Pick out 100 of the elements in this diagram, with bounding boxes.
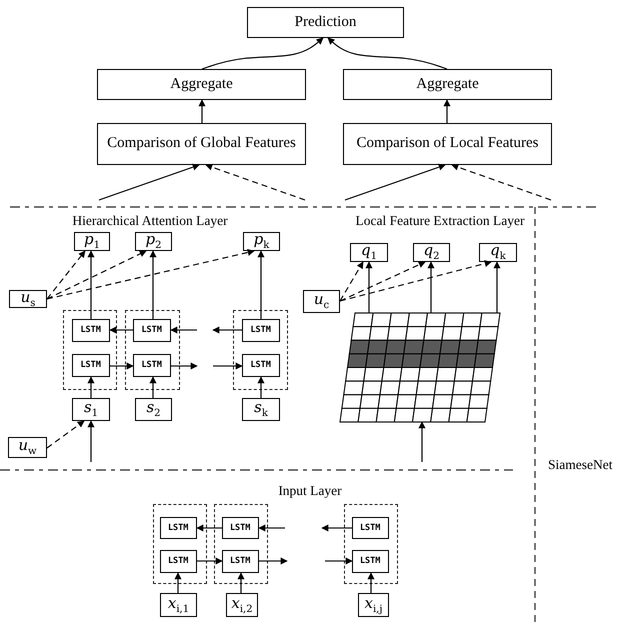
variable-box [135, 398, 172, 421]
arrow [327, 38, 448, 70]
arrow [418, 421, 426, 462]
cell-label: LSTM [360, 522, 380, 533]
variable-label: p$_{k}$ [254, 232, 270, 251]
dashed-arrow [340, 261, 426, 302]
layer-title: Input Layer [278, 483, 342, 499]
variable-label: x$_{i,2}$ [231, 596, 253, 614]
arrow [202, 38, 324, 70]
arrow [109, 326, 133, 334]
arrow [258, 376, 264, 398]
cell-label: LSTM [230, 556, 250, 566]
arrow [258, 524, 285, 532]
cell-label: LSTM [80, 360, 101, 370]
process-box [343, 69, 552, 100]
dashed-arrow [46, 250, 147, 300]
arrow [150, 250, 156, 319]
arrow [494, 261, 500, 313]
dashed-group-frame [125, 310, 180, 390]
variable-box [160, 593, 197, 617]
dashed-arrow [340, 261, 364, 302]
variable-label: q$_{2}$ [424, 243, 440, 262]
lstm-cell [222, 516, 259, 539]
arrow [344, 164, 446, 201]
arrow [368, 572, 374, 593]
process-box [97, 123, 306, 165]
process-box [343, 123, 552, 165]
lstm-cell [72, 354, 110, 377]
lstm-cell [132, 354, 171, 377]
variable-box [74, 232, 110, 251]
lstm-cell [132, 318, 171, 342]
variable-label: u$_{w}$ [18, 438, 37, 457]
variable-box [303, 290, 340, 313]
lstm-cell [242, 318, 280, 342]
variable-label: p$_{1}$ [84, 232, 100, 251]
process-box [97, 69, 306, 100]
dashed-arrow [340, 260, 492, 302]
layer-title: SiameseNet [548, 457, 612, 473]
variable-label: u$_{c}$ [314, 292, 330, 311]
dashed-arrow [46, 249, 255, 300]
node-label: Prediction [294, 14, 356, 32]
node-label: Comparison of Local Features [356, 135, 539, 153]
lstm-cell [160, 550, 197, 573]
arrow [325, 558, 353, 564]
cell-label: LSTM [168, 556, 188, 566]
arrow [321, 524, 352, 532]
dashed-arrow [205, 164, 306, 201]
cell-label: LSTM [230, 522, 250, 533]
feature-grid-drawing [340, 313, 500, 422]
node-label: Aggregate [170, 76, 233, 94]
variable-label: s$_{k}$ [254, 400, 268, 419]
dashed-group-frame [344, 504, 398, 584]
arrow [198, 99, 206, 123]
variable-box [135, 232, 172, 251]
lstm-cell [242, 354, 280, 377]
arrow [259, 558, 288, 564]
variable-label: s$_{2}$ [146, 400, 161, 419]
arrow [258, 250, 264, 319]
variable-box [479, 243, 517, 262]
variable-label: q$_{k}$ [490, 243, 506, 262]
lstm-cell [352, 516, 389, 539]
layer-title: Hierarchical Attention Layer [72, 213, 228, 229]
dashed-group-frame [153, 504, 207, 584]
arrow [88, 250, 94, 319]
arrow [110, 362, 134, 370]
dashed-arrow [46, 250, 86, 300]
variable-box [8, 437, 47, 458]
arrow [197, 558, 223, 564]
variable-label: x$_{i,1}$ [168, 596, 190, 614]
variable-label: u$_{s}$ [20, 290, 36, 308]
variable-box [9, 290, 47, 308]
variable-label: s$_{1}$ [84, 400, 98, 419]
variable-box [242, 398, 280, 421]
arrow [171, 362, 198, 370]
dashed-group-frame [233, 310, 288, 390]
arrow [88, 420, 94, 462]
dashed-arrow [46, 420, 85, 448]
dashed-group-frame [63, 310, 117, 390]
arrow [212, 326, 242, 334]
lstm-cell [72, 318, 110, 342]
arrow [238, 572, 244, 593]
dashed-arrow [451, 164, 552, 201]
variable-box [72, 398, 110, 421]
cell-label: LSTM [250, 360, 271, 370]
cell-label: LSTM [141, 360, 162, 370]
arrow [170, 326, 197, 334]
cell-label: LSTM [80, 325, 101, 336]
arrow [98, 164, 200, 201]
arrow [444, 99, 450, 123]
variable-box [243, 232, 280, 251]
node-label: Aggregate [416, 76, 479, 94]
cell-label: LSTM [250, 325, 271, 336]
arrow [213, 362, 243, 370]
dashed-group-frame [214, 504, 268, 584]
process-box [247, 7, 404, 38]
arrow [428, 261, 434, 313]
variable-box [350, 243, 388, 262]
lstm-cell [352, 550, 389, 573]
arrow [88, 376, 94, 398]
cell-label: LSTM [360, 556, 380, 566]
